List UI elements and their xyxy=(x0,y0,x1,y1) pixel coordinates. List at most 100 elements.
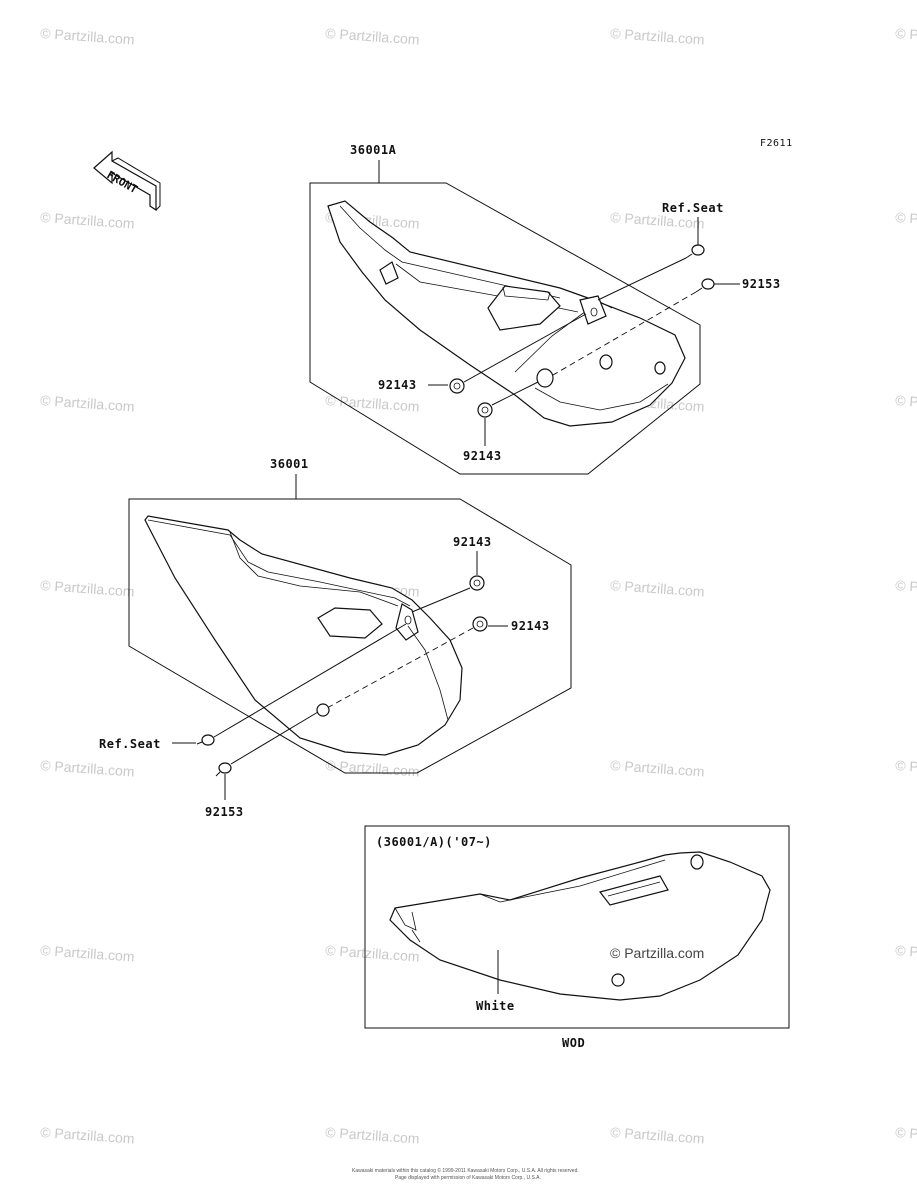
inset-watermark: © Partzilla.com xyxy=(610,945,704,961)
watermark-label: Partzilla.com xyxy=(339,1125,420,1147)
watermark: © Partzilla.com xyxy=(895,942,917,965)
watermark-text: © Partzilla.com xyxy=(895,942,917,965)
watermark-label: Partzilla.com xyxy=(54,1125,135,1147)
watermark-label: Partzilla.com xyxy=(909,210,917,232)
watermark: © Partzilla.com xyxy=(40,577,135,600)
watermark-label: Partzilla.com xyxy=(624,210,705,232)
copyright-icon: © xyxy=(895,942,910,959)
watermark-label: Partzilla.com xyxy=(624,26,705,48)
watermark: © Partzilla.com xyxy=(40,757,135,780)
copyright-icon: © xyxy=(895,209,910,226)
collar-icon xyxy=(316,703,330,717)
copyright-icon: © xyxy=(610,757,625,774)
collar-icon xyxy=(469,575,485,591)
watermark-layer: © Partzilla.com© Partzilla.com© Partzill… xyxy=(40,25,917,1147)
watermark: © Partzilla.com xyxy=(40,392,135,415)
watermark: © Partzilla.com xyxy=(895,577,917,600)
copyright-icon: © xyxy=(40,25,55,42)
bolt-icon xyxy=(695,278,715,293)
watermark: © Partzilla.com xyxy=(610,757,705,780)
watermark-label: Partzilla.com xyxy=(909,578,917,600)
watermark-label: Partzilla.com xyxy=(339,393,420,415)
callout-92153-upper: 92153 xyxy=(742,277,781,291)
callout-ref-seat-upper: Ref.Seat xyxy=(662,201,724,215)
copyright-icon: © xyxy=(325,25,340,42)
callout-92153-lower: 92153 xyxy=(205,805,244,819)
watermark: © Partzilla.com xyxy=(895,1124,917,1147)
watermark: © Partzilla.com xyxy=(40,1124,135,1147)
copyright-icon: © xyxy=(40,1124,55,1141)
watermark: © Partzilla.com xyxy=(325,25,420,48)
watermark-label: Partzilla.com xyxy=(624,758,705,780)
collar-icon xyxy=(472,616,488,632)
watermark-label: Partzilla.com xyxy=(339,943,420,965)
watermark: © Partzilla.com xyxy=(40,209,135,232)
watermark-text: © Partzilla.com xyxy=(610,757,705,780)
watermark-text: © Partzilla.com xyxy=(40,392,135,415)
watermark-text: © Partzilla.com xyxy=(40,757,135,780)
watermark-label: Partzilla.com xyxy=(339,26,420,48)
watermark-text: © Partzilla.com xyxy=(895,25,917,48)
watermark: © Partzilla.com xyxy=(895,392,917,415)
copyright-icon: © xyxy=(40,757,55,774)
watermark-text: © Partzilla.com xyxy=(40,1124,135,1147)
part-number-36001: 36001 xyxy=(270,457,309,471)
bolt-icon xyxy=(215,762,232,777)
watermark-label: Partzilla.com xyxy=(909,1125,917,1147)
copyright-icon: © xyxy=(325,1124,340,1141)
watermark-text: © Partzilla.com xyxy=(610,1124,705,1147)
collar-icon xyxy=(477,402,493,418)
copyright-icon: © xyxy=(40,392,55,409)
inset-title: (36001/A)('07~) xyxy=(376,835,492,849)
watermark-text: © Partzilla.com xyxy=(895,577,917,600)
watermark: © Partzilla.com xyxy=(610,577,705,600)
watermark: © Partzilla.com xyxy=(325,392,420,415)
copyright-icon: © xyxy=(895,757,910,774)
watermark: © Partzilla.com xyxy=(610,25,705,48)
callout-92143-lower-a: 92143 xyxy=(453,535,492,549)
watermark-label: Partzilla.com xyxy=(624,1125,705,1147)
copyright-icon: © xyxy=(895,392,910,409)
watermark: © Partzilla.com xyxy=(325,942,420,965)
watermark: © Partzilla.com xyxy=(895,25,917,48)
part-number-36001A: 36001A xyxy=(350,143,397,157)
watermark-text: © Partzilla.com xyxy=(610,577,705,600)
copyright-icon: © xyxy=(325,392,340,409)
copyright-icon: © xyxy=(895,577,910,594)
copyright-icon: © xyxy=(325,942,340,959)
watermark: © Partzilla.com xyxy=(325,1124,420,1147)
watermark: © Partzilla.com xyxy=(40,25,135,48)
watermark-label: Partzilla.com xyxy=(54,758,135,780)
copyright-icon: © xyxy=(610,209,625,226)
watermark-text: © Partzilla.com xyxy=(895,392,917,415)
watermark-text: © Partzilla.com xyxy=(610,25,705,48)
watermark-text: © Partzilla.com xyxy=(895,1124,917,1147)
watermark-label: Partzilla.com xyxy=(54,26,135,48)
variant-code: WOD xyxy=(562,1036,585,1050)
watermark: © Partzilla.com xyxy=(895,209,917,232)
lower-group-outline xyxy=(128,498,572,774)
watermark-label: Partzilla.com xyxy=(909,943,917,965)
watermark-label: Partzilla.com xyxy=(54,393,135,415)
upper-side-cover xyxy=(327,200,686,427)
copyright-icon: © xyxy=(40,209,55,226)
watermark-text: © Partzilla.com xyxy=(325,392,420,415)
copyright-icon: © xyxy=(610,577,625,594)
collar-icon xyxy=(449,378,465,394)
white-side-cover xyxy=(389,851,771,1001)
watermark-text: © Partzilla.com xyxy=(325,25,420,48)
copyright-icon: © xyxy=(40,577,55,594)
watermark-label: Partzilla.com xyxy=(54,210,135,232)
watermark-text: © Partzilla.com xyxy=(40,209,135,232)
callout-92143-lower-b: 92143 xyxy=(511,619,550,633)
bolt-icon xyxy=(196,734,215,746)
copyright-line-2: Page displayed with permission of Kawasa… xyxy=(395,1175,541,1181)
bolt-icon xyxy=(685,244,705,259)
watermark-label: Partzilla.com xyxy=(624,578,705,600)
watermark-text: © Partzilla.com xyxy=(40,25,135,48)
watermark-text: © Partzilla.com xyxy=(40,577,135,600)
callout-ref-seat-lower: Ref.Seat xyxy=(99,737,161,751)
figure-code: F2611 xyxy=(760,138,793,149)
callout-92143-upper-b: 92143 xyxy=(463,449,502,463)
